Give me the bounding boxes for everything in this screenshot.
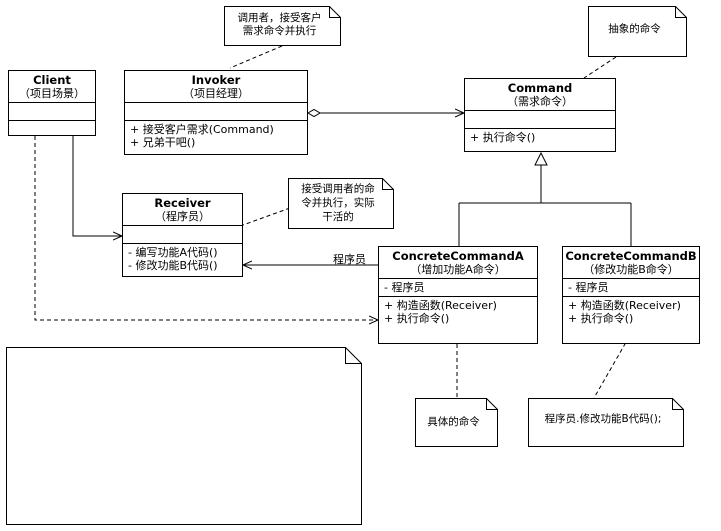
class-invoker-attributes	[125, 103, 307, 121]
class-concrete-command-b: ConcreteCommandB （修改功能B命令） - 程序员 + 构造函数(…	[562, 246, 700, 344]
code-line: 李经理.兄弟干吧();	[16, 500, 105, 512]
class-concrete-a-name: ConcreteCommandA	[392, 249, 524, 263]
class-concrete-a-operations: + 构造函数(Receiver) + 执行命令()	[379, 297, 537, 327]
code-segment-bold: 增加功能A命令	[137, 448, 209, 460]
note-command: 抽象的命令	[588, 6, 687, 57]
attribute: - 程序员	[568, 281, 609, 294]
operation: - 编写功能A代码()	[128, 246, 218, 259]
class-concrete-command-a: ConcreteCommandA （增加功能A命令） - 程序员 + 构造函数(…	[378, 246, 538, 344]
class-command-operations: + 执行命令()	[465, 129, 615, 146]
class-receiver-attributes	[123, 226, 242, 244]
association-client-receiver	[72, 136, 122, 236]
class-invoker-header: Invoker （项目经理）	[125, 71, 307, 103]
code-segment: (小王);	[208, 448, 242, 460]
operation: + 兄弟干吧()	[130, 136, 196, 149]
code-line: 需求命令 加功能A= new 增加功能A命令(小王);	[16, 448, 342, 461]
code-line: 项目经理 李经理 = new 项目经理();	[16, 370, 188, 382]
class-command-subtitle: （需求命令）	[507, 95, 573, 108]
association-label-programmer: 程序员	[333, 253, 366, 266]
generalization-concrete-to-command	[458, 151, 632, 246]
class-receiver-header: Receiver （程序员）	[123, 194, 242, 226]
class-invoker-operations: + 接受客户需求(Command) + 兄弟干吧()	[125, 121, 307, 151]
class-command: Command （需求命令） + 执行命令()	[464, 78, 616, 152]
class-receiver-subtitle: （程序员）	[155, 210, 210, 223]
operation: - 修改功能B代码()	[128, 259, 218, 272]
class-concrete-b-subtitle: （修改功能B命令）	[583, 263, 679, 276]
operation: + 执行命令()	[384, 312, 450, 325]
class-client-operations	[9, 121, 95, 138]
class-receiver-name: Receiver	[154, 196, 211, 210]
class-command-header: Command （需求命令）	[465, 79, 615, 111]
note-concrete-b: 程序员.修改功能B代码();	[528, 398, 684, 447]
operation: + 构造函数(Receiver)	[384, 299, 497, 312]
note-line: 接受调用者的命	[301, 183, 375, 195]
operation: + 接受客户需求(Command)	[130, 123, 274, 136]
note-line: 抽象的命令	[608, 23, 661, 35]
code-line: //定义一个发送给接收者的命令	[16, 435, 160, 447]
class-invoker-name: Invoker	[191, 73, 241, 87]
code-block: //定义一个发送给接收者的命令 需求命令 加功能A= new 增加功能A命令(小…	[16, 435, 342, 461]
class-client-attributes	[9, 103, 95, 121]
operation: + 构造函数(Receiver)	[568, 299, 681, 312]
class-concrete-b-header: ConcreteCommandB （修改功能B命令）	[563, 247, 699, 279]
class-receiver: Receiver （程序员） - 编写功能A代码() - 修改功能B代码()	[122, 193, 243, 277]
code-line: //定义接收者	[16, 396, 76, 408]
note-line: 具体的命令	[427, 416, 480, 428]
code-line: //把命令交给调用者去执行	[16, 474, 139, 486]
class-invoker: Invoker （项目经理） + 接受客户需求(Command) + 兄弟干吧(…	[124, 70, 308, 155]
attribute: - 程序员	[384, 281, 425, 294]
class-concrete-a-header: ConcreteCommandA （增加功能A命令）	[379, 247, 537, 279]
class-client-header: Client （项目场景）	[9, 71, 95, 103]
note-line: 令并执行，实际	[301, 197, 375, 209]
class-concrete-a-attributes: - 程序员	[379, 279, 537, 297]
class-client: Client （项目场景）	[8, 70, 96, 136]
operation: + 执行命令()	[568, 312, 634, 325]
class-command-name: Command	[507, 81, 573, 95]
note-line: 需求命令并执行	[242, 25, 317, 37]
class-command-attributes	[465, 111, 615, 129]
class-concrete-b-name: ConcreteCommandB	[565, 249, 697, 263]
note-concrete: 具体的命令	[415, 398, 498, 447]
class-concrete-a-subtitle: （增加功能A命令）	[410, 263, 506, 276]
code-line: 李经理.接受客户需求(加功能A);	[16, 487, 165, 499]
code-line: 程序员 小王 = new 程序员();	[16, 409, 156, 421]
class-client-subtitle: （项目场景）	[19, 87, 85, 100]
code-block: //定义接收者 程序员 小王 = new 程序员();	[16, 396, 342, 422]
code-line: //首先声明调用者Invoker	[16, 357, 136, 369]
class-invoker-subtitle: （项目经理）	[183, 87, 249, 100]
operation: + 执行命令()	[470, 131, 536, 144]
class-receiver-operations: - 编写功能A代码() - 修改功能B代码()	[123, 244, 242, 274]
anchor-invoker-note	[229, 45, 283, 69]
anchor-receiver-note	[242, 207, 291, 226]
code-block: //把命令交给调用者去执行 李经理.接受客户需求(加功能A); 李经理.兄弟干吧…	[16, 474, 342, 513]
anchor-command-note	[583, 56, 617, 79]
note-line: 调用者，接受客户	[237, 12, 322, 24]
note-line: 干活的	[322, 211, 354, 223]
code-block: //首先声明调用者Invoker 项目经理 李经理 = new 项目经理();	[16, 357, 342, 383]
note-receiver: 接受调用者的命 令并执行，实际 干活的	[288, 178, 394, 229]
class-client-name: Client	[33, 73, 71, 87]
note-line: 程序员.修改功能B代码();	[544, 413, 662, 425]
class-concrete-b-attributes: - 程序员	[563, 279, 699, 297]
note-client-code: //首先声明调用者Invoker 项目经理 李经理 = new 项目经理(); …	[6, 347, 362, 525]
dependency-client-concrete-a	[34, 136, 378, 320]
note-invoker: 调用者，接受客户 需求命令并执行	[224, 6, 341, 46]
code-segment: 需求命令 加功能A= new	[16, 448, 138, 460]
aggregation-invoker-command	[307, 110, 464, 117]
class-concrete-b-operations: + 构造函数(Receiver) + 执行命令()	[563, 297, 699, 327]
